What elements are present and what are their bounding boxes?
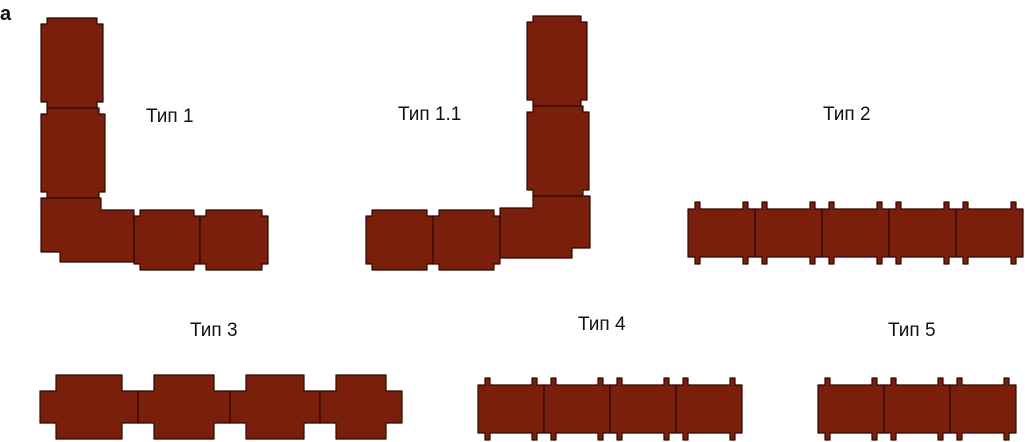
type2-block-3 — [822, 202, 889, 264]
type5-block-3 — [950, 378, 1016, 440]
group-type5 — [818, 378, 1016, 440]
type2-block-1 — [688, 202, 755, 264]
type5-block-1 — [818, 378, 884, 440]
type2-block-2 — [755, 202, 822, 264]
type1-block-1 — [41, 18, 103, 108]
type4-block-4 — [676, 378, 742, 440]
type3-block-3 — [230, 375, 320, 439]
type2-block-5 — [956, 202, 1023, 264]
type2-block-4 — [889, 202, 956, 264]
group-type1 — [41, 18, 268, 270]
group-type1-1 — [366, 16, 590, 270]
type4-block-1 — [478, 378, 544, 440]
type1-block-5 — [200, 210, 268, 270]
type3-block-2 — [138, 375, 230, 439]
type1-1-block-5 — [366, 210, 433, 270]
group-type2 — [688, 202, 1023, 264]
type1-1-block-4 — [433, 210, 500, 270]
type3-block-1 — [40, 375, 138, 439]
group-type3 — [40, 375, 402, 439]
type5-block-2 — [884, 378, 950, 440]
type1-block-3 — [41, 198, 134, 262]
type1-1-block-3 — [500, 196, 590, 258]
type1-1-block-1 — [527, 16, 587, 106]
type4-block-3 — [610, 378, 676, 440]
group-type4 — [478, 378, 742, 440]
type1-1-block-2 — [527, 106, 589, 196]
type3-block-4 — [320, 375, 402, 439]
type1-block-2 — [41, 108, 105, 198]
type1-block-4 — [134, 210, 200, 270]
type4-block-2 — [544, 378, 610, 440]
